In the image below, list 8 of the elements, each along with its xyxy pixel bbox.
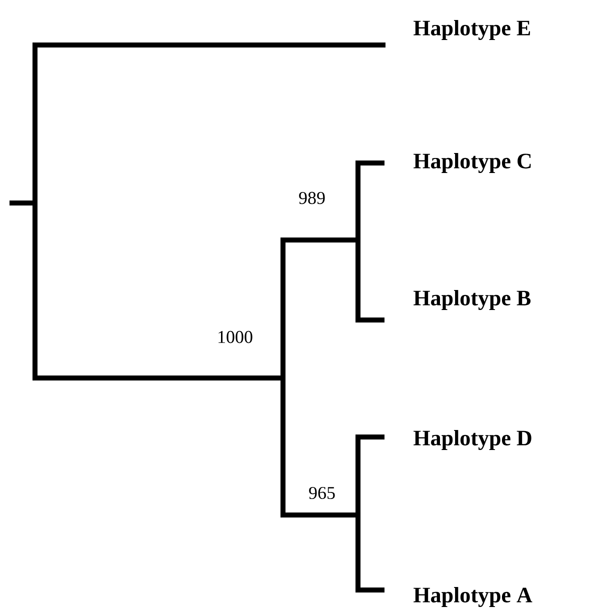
leaf-label: Haplotype B <box>414 290 531 310</box>
bootstrap-value: 1000 <box>218 330 252 344</box>
leaf-label: Haplotype E <box>414 20 530 40</box>
bootstrap-value: 989 <box>299 192 325 204</box>
leaf-label: Haplotype C <box>414 153 531 173</box>
leaf-label: Haplotype D <box>414 430 532 450</box>
bootstrap-value: 965 <box>309 486 335 500</box>
leaf-label: Haplotype A <box>414 587 532 607</box>
